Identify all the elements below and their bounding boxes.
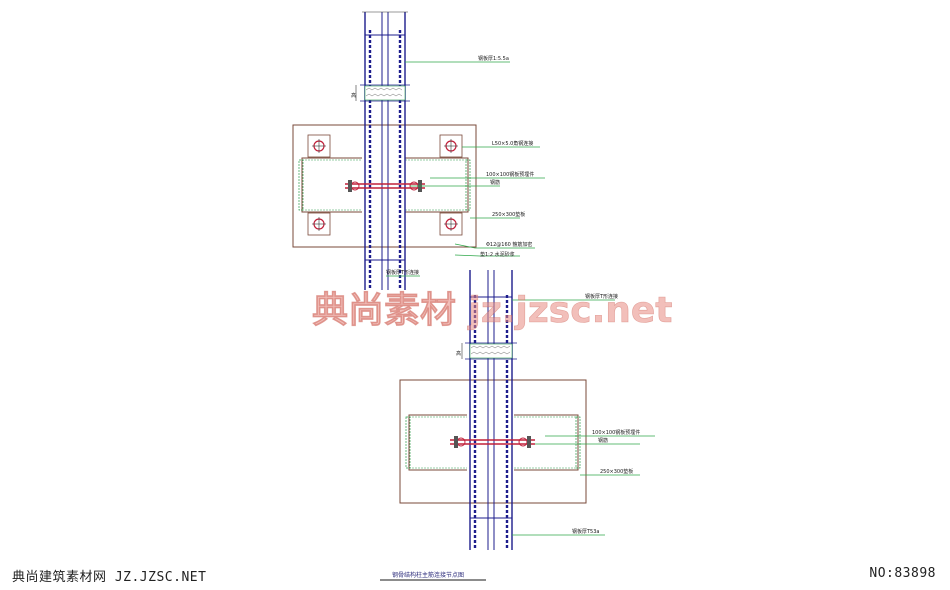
callout-6: Φ12@160 箍筋加密 xyxy=(486,241,532,248)
lower-leaders xyxy=(512,299,655,536)
upper-anchor-bolts xyxy=(307,134,463,236)
watermark-text: 典尚素材 jz.jzsc.net xyxy=(312,290,673,331)
callout-4: 钢筋 xyxy=(490,179,500,186)
callout-7: 垫1:2 水泥砂浆 xyxy=(480,251,515,258)
callout-8: 钢板厚T形连接 xyxy=(386,269,419,276)
lower-left-channel xyxy=(408,414,467,471)
callout-5: 250×300垫板 xyxy=(492,211,525,218)
lower-detail: 高 xyxy=(399,270,655,550)
lower-right-channel xyxy=(514,414,579,471)
footer-number: NO:83898 xyxy=(869,566,936,581)
upper-detail: 高 xyxy=(292,11,545,290)
callout-12: 250×300垫板 xyxy=(600,468,633,475)
callout-2: L50×5.0角钢连接 xyxy=(492,140,533,147)
upper-left-channel xyxy=(301,157,362,213)
upper-right-channel xyxy=(405,157,469,213)
callout-1: 钢板厚1:5.5a xyxy=(478,55,509,62)
upper-leaders xyxy=(386,61,545,277)
callout-9: 钢板厚T形连接 xyxy=(585,293,618,300)
lower-base-plate xyxy=(399,379,587,504)
callout-11: 钢筋 xyxy=(598,437,608,444)
drawing-title: 钢骨结构柱主筋连接节点图 xyxy=(392,571,464,579)
lower-column xyxy=(450,270,535,550)
lower-side-label: 高 xyxy=(456,350,461,357)
callout-labels: 钢板厚1:5.5a L50×5.0角钢连接 100×100钢板预埋件 钢筋 25… xyxy=(386,55,640,535)
callout-13: 钢板厚T53a xyxy=(572,528,599,535)
callout-10: 100×100钢板预埋件 xyxy=(592,429,640,436)
upper-column xyxy=(345,11,425,290)
upper-side-label: 高 xyxy=(351,92,356,99)
callout-3: 100×100钢板预埋件 xyxy=(486,171,534,178)
footer-site-label: 典尚建筑素材网 JZ.JZSC.NET xyxy=(12,570,207,585)
